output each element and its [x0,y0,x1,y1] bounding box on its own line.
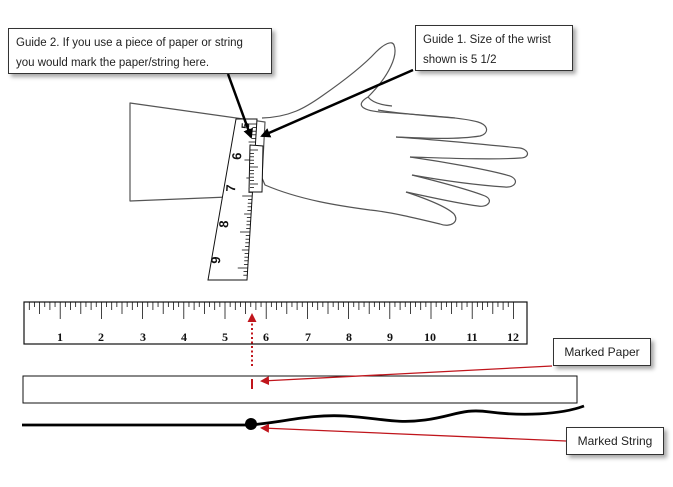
ruler-number-3: 3 [140,330,146,344]
ruler-number-8: 8 [346,330,352,344]
ruler-number-7: 7 [305,330,311,344]
tape-number-8: 8 [216,220,231,228]
string-mark [245,418,257,430]
tape-number-7: 7 [223,184,238,192]
guide1-text-line2: shown is 5 1/2 [423,54,497,66]
guide2-text-line2: you would mark the paper/string here. [16,57,210,69]
ruler-number-10: 10 [424,330,436,344]
marked-paper-arrow [260,365,553,386]
ruler-number-2: 2 [98,330,104,344]
ruler-number-11: 11 [466,330,477,344]
tape-measure: 5 6 7 8 9 [207,118,264,281]
marked-string-label: Marked String [566,427,664,455]
ruler-number-5: 5 [222,330,228,344]
ruler-number-4: 4 [181,330,187,344]
ruler: 1 2 3 4 5 6 7 8 9 10 11 12 [23,301,528,345]
paper-strip [22,375,578,404]
marked-string-arrow [260,423,567,442]
tape-number-9: 9 [208,256,223,264]
ruler-number-6: 6 [263,330,269,344]
guide2-callout: Guide 2. If you use a piece of paper or … [8,28,272,74]
ruler-number-1: 1 [57,330,63,344]
guide1-callout: Guide 1. Size of the wrist shown is 5 1/… [415,25,573,71]
string [22,404,585,427]
guide2-arrow [226,73,253,139]
guide2-text-line1: Guide 2. If you use a piece of paper or … [16,37,243,49]
guide1-text-line1: Guide 1. Size of the wrist [423,34,551,46]
tape-number-6: 6 [229,152,244,160]
guide1-arrow [260,68,414,138]
marked-paper-label: Marked Paper [553,338,651,366]
ruler-number-9: 9 [387,330,393,344]
ruler-number-12: 12 [507,330,519,344]
